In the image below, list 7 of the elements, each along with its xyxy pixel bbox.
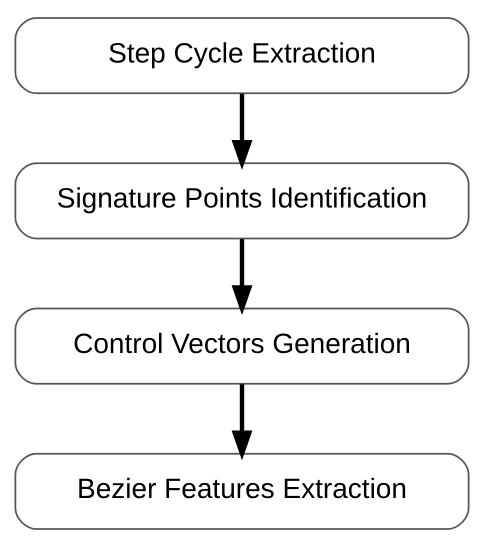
node-box: Step Cycle Extraction xyxy=(14,16,470,94)
arrow xyxy=(232,384,252,460)
arrow xyxy=(232,238,252,315)
node-box: Signature Points Identification xyxy=(14,162,470,239)
node-box: Control Vectors Generation xyxy=(14,307,470,384)
arrow xyxy=(232,93,252,170)
node-box: Bezier Features Extraction xyxy=(14,452,470,530)
